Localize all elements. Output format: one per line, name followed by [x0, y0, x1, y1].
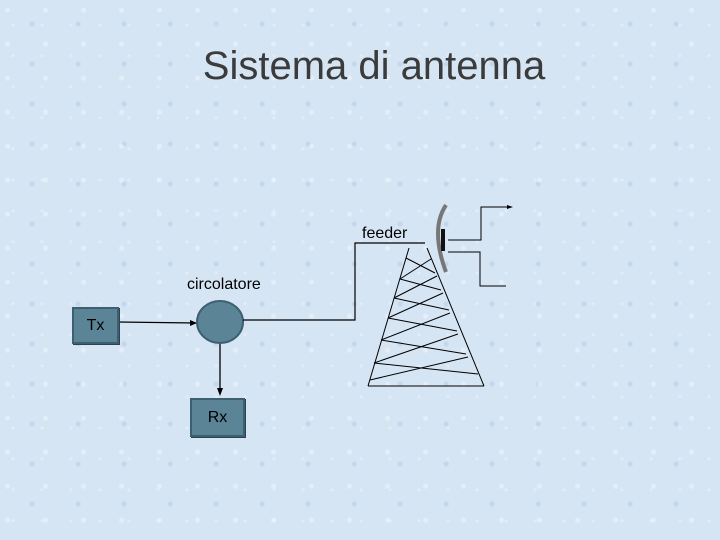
rx-block: Rx	[190, 398, 245, 437]
tx-label: Tx	[86, 316, 105, 334]
rx-arrowhead	[217, 388, 223, 396]
lattice-tower	[367, 247, 485, 387]
circulator-label: circolatore	[187, 276, 261, 293]
dish-reflector	[436, 203, 448, 273]
tx-to-circulator-line	[117, 321, 197, 324]
lower-output-line	[448, 251, 506, 287]
tx-arrowhead	[190, 320, 197, 326]
rx-label: Rx	[207, 408, 228, 426]
feeder-line	[243, 242, 425, 321]
feed-horn	[441, 229, 445, 251]
circulator-node	[196, 300, 244, 344]
slide-title: Sistema di antenna	[202, 44, 546, 88]
feeder-label: feeder	[362, 225, 408, 242]
tx-block: Tx	[72, 307, 119, 344]
upper-output-line	[448, 206, 509, 241]
